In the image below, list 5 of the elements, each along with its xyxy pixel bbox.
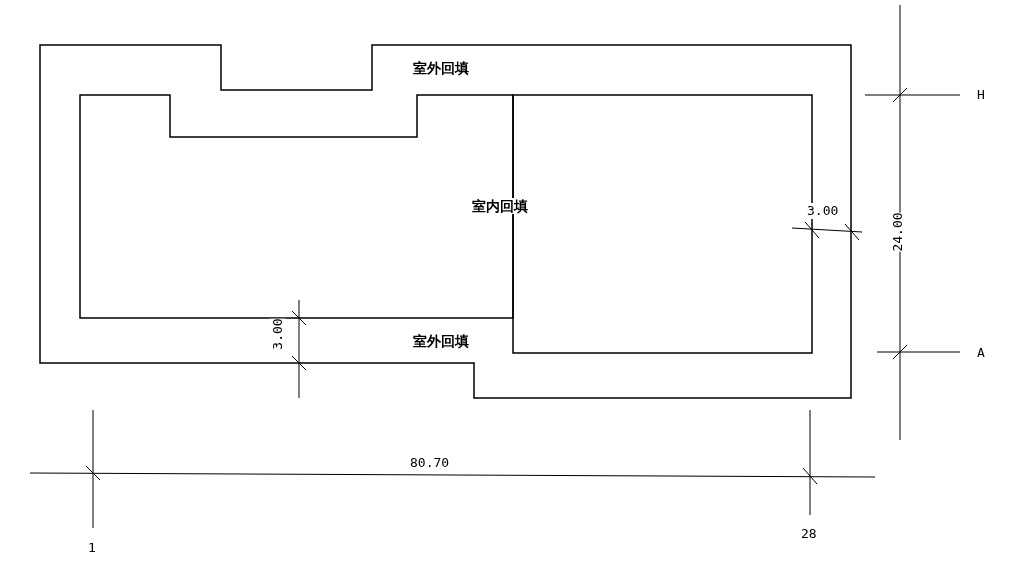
region-label: 室外回填: [413, 60, 469, 76]
dimension-text: 3.00: [269, 318, 286, 350]
region-label: 室外回填: [413, 333, 469, 349]
region-label: 室内回填: [472, 198, 528, 214]
dimension-text: 3.00: [807, 203, 839, 219]
